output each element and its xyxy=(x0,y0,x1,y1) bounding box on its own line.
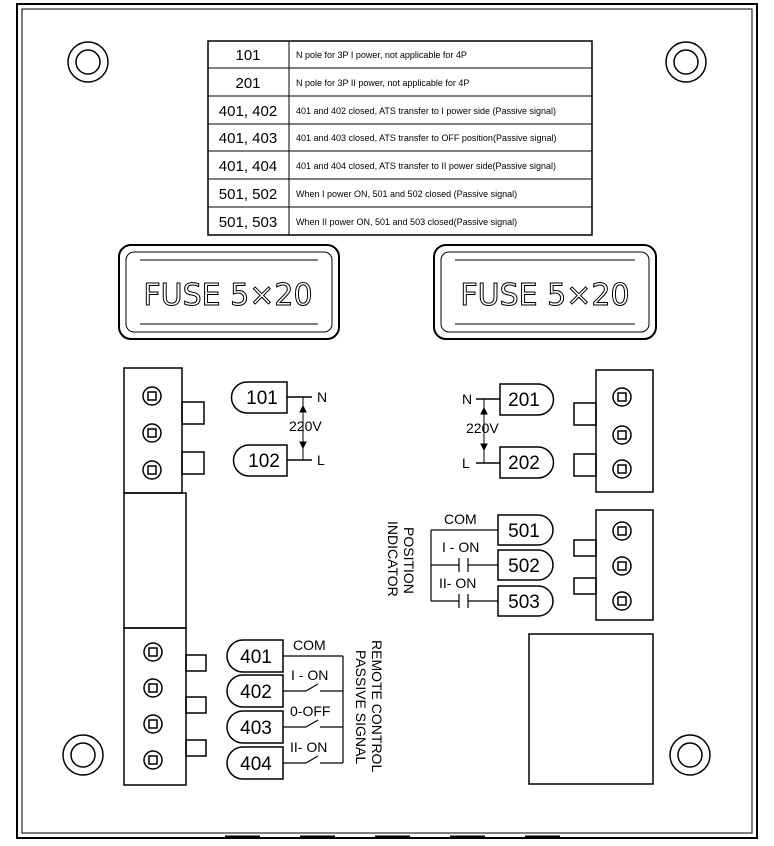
terminal-number: 503 xyxy=(508,592,540,613)
terminal-tag xyxy=(499,383,555,416)
terminal-description-table: 101 N pole for 3P I power, not applicabl… xyxy=(207,40,593,236)
voltage-arrow-icon xyxy=(480,406,488,452)
remote-control-group: 401 402 403 404 COM I - ON 0-OFF II- ON … xyxy=(226,637,385,780)
ii-on-label: II- ON xyxy=(439,575,476,591)
screw-terminal-icon xyxy=(142,386,162,406)
screw-terminal-icon xyxy=(143,714,163,734)
fuse-holder-left: FUSE 5×20 xyxy=(118,244,340,340)
screw-terminal-icon xyxy=(612,425,632,445)
terminal-tag xyxy=(497,514,554,546)
screw-terminal-icon xyxy=(143,678,163,698)
fuse-label: FUSE 5×20 xyxy=(460,278,629,313)
screw-terminal-icon xyxy=(142,423,162,443)
line-label: L xyxy=(317,452,325,468)
mounting-hole-icon xyxy=(669,734,711,776)
table-desc-cell: 401 and 403 closed, ATS transfer to OFF … xyxy=(296,133,556,143)
screw-terminal-icon xyxy=(612,556,632,576)
remote-control-title: REMOTE CONTROL xyxy=(369,640,385,772)
fuse-holder-right: FUSE 5×20 xyxy=(433,244,657,340)
table-desc-cell: N pole for 3P I power, not applicable fo… xyxy=(296,50,467,60)
terminal-tag xyxy=(226,674,284,708)
terminal-block-left-power xyxy=(123,367,205,494)
line-label: L xyxy=(462,455,470,471)
voltage-label: 220V xyxy=(466,420,499,436)
mounting-hole-icon xyxy=(665,41,707,83)
terminal-tag xyxy=(499,446,555,479)
screw-terminal-icon xyxy=(143,642,163,662)
table-code-cell: 401, 404 xyxy=(219,158,277,175)
position-indicator-group: 501 502 503 COM I - ON II- ON POSITION I… xyxy=(385,511,554,617)
table-desc-cell: When II power ON, 501 and 503 closed(Pas… xyxy=(296,217,517,227)
table-desc-cell: 401 and 402 closed, ATS transfer to I po… xyxy=(296,106,556,116)
terminal-block-left-remote xyxy=(123,492,207,786)
terminal-tag xyxy=(226,639,284,673)
terminal-tag xyxy=(230,381,288,414)
mounting-hole-icon xyxy=(62,734,104,776)
table-code-cell: 501, 503 xyxy=(219,214,277,231)
line-label: N xyxy=(462,391,472,407)
terminal-number: 403 xyxy=(240,718,272,739)
terminal-block-right-power xyxy=(573,369,654,493)
line-label: N xyxy=(317,389,327,405)
terminal-tag xyxy=(497,585,554,617)
power-terminals-right: 201 N 202 L 220V xyxy=(462,383,555,479)
terminal-number: 102 xyxy=(248,451,280,472)
ii-on-label: II- ON xyxy=(290,739,327,755)
table-desc-cell: 401 and 404 closed, ATS transfer to II p… xyxy=(296,161,556,171)
table-code-cell: 401, 403 xyxy=(219,130,277,147)
screw-terminal-icon xyxy=(612,521,632,541)
table-desc-cell: When I power ON, 501 and 502 closed (Pas… xyxy=(296,189,517,199)
terminal-number: 404 xyxy=(240,754,272,775)
i-on-label: I - ON xyxy=(442,539,479,555)
terminal-tag xyxy=(226,746,284,780)
i-on-label: I - ON xyxy=(291,667,328,683)
terminal-tag xyxy=(497,549,554,581)
screw-terminal-icon xyxy=(612,459,632,479)
position-indicator-title: POSITION xyxy=(401,527,417,594)
voltage-arrow-icon xyxy=(299,404,307,450)
power-terminals-left: 101 N 102 L 220V xyxy=(230,381,327,477)
terminal-number: 401 xyxy=(240,647,272,668)
terminal-number: 502 xyxy=(508,556,540,577)
off-label: 0-OFF xyxy=(290,703,330,719)
com-label: COM xyxy=(293,637,326,653)
position-indicator-title-2: INDICATOR xyxy=(385,521,401,597)
terminal-tag xyxy=(226,710,284,744)
terminal-number: 201 xyxy=(508,390,540,411)
screw-terminal-icon xyxy=(142,460,162,480)
table-code-cell: 101 xyxy=(235,47,260,64)
terminal-number: 202 xyxy=(508,453,540,474)
terminal-number: 402 xyxy=(240,682,272,703)
table-code-cell: 201 xyxy=(235,75,260,92)
right-lower-housing xyxy=(528,633,654,785)
mounting-hole-icon xyxy=(67,41,109,83)
table-code-cell: 501, 502 xyxy=(219,186,277,203)
screw-terminal-icon xyxy=(612,387,632,407)
screw-terminal-icon xyxy=(143,750,163,770)
terminal-tag xyxy=(232,444,288,477)
panel-inner-border xyxy=(21,8,753,834)
terminal-block-right-indicator xyxy=(573,509,654,621)
com-label: COM xyxy=(444,511,477,527)
fuse-label: FUSE 5×20 xyxy=(143,278,312,313)
screw-terminal-icon xyxy=(612,591,632,611)
terminal-number: 101 xyxy=(246,388,278,409)
table-desc-cell: N pole for 3P II power, not applicable f… xyxy=(296,78,469,88)
voltage-label: 220V xyxy=(289,418,322,434)
table-code-cell: 401, 402 xyxy=(219,103,277,120)
remote-control-title-2: PASSIVE SIGNAL xyxy=(353,650,369,764)
panel-border xyxy=(16,3,758,839)
terminal-number: 501 xyxy=(508,521,540,542)
